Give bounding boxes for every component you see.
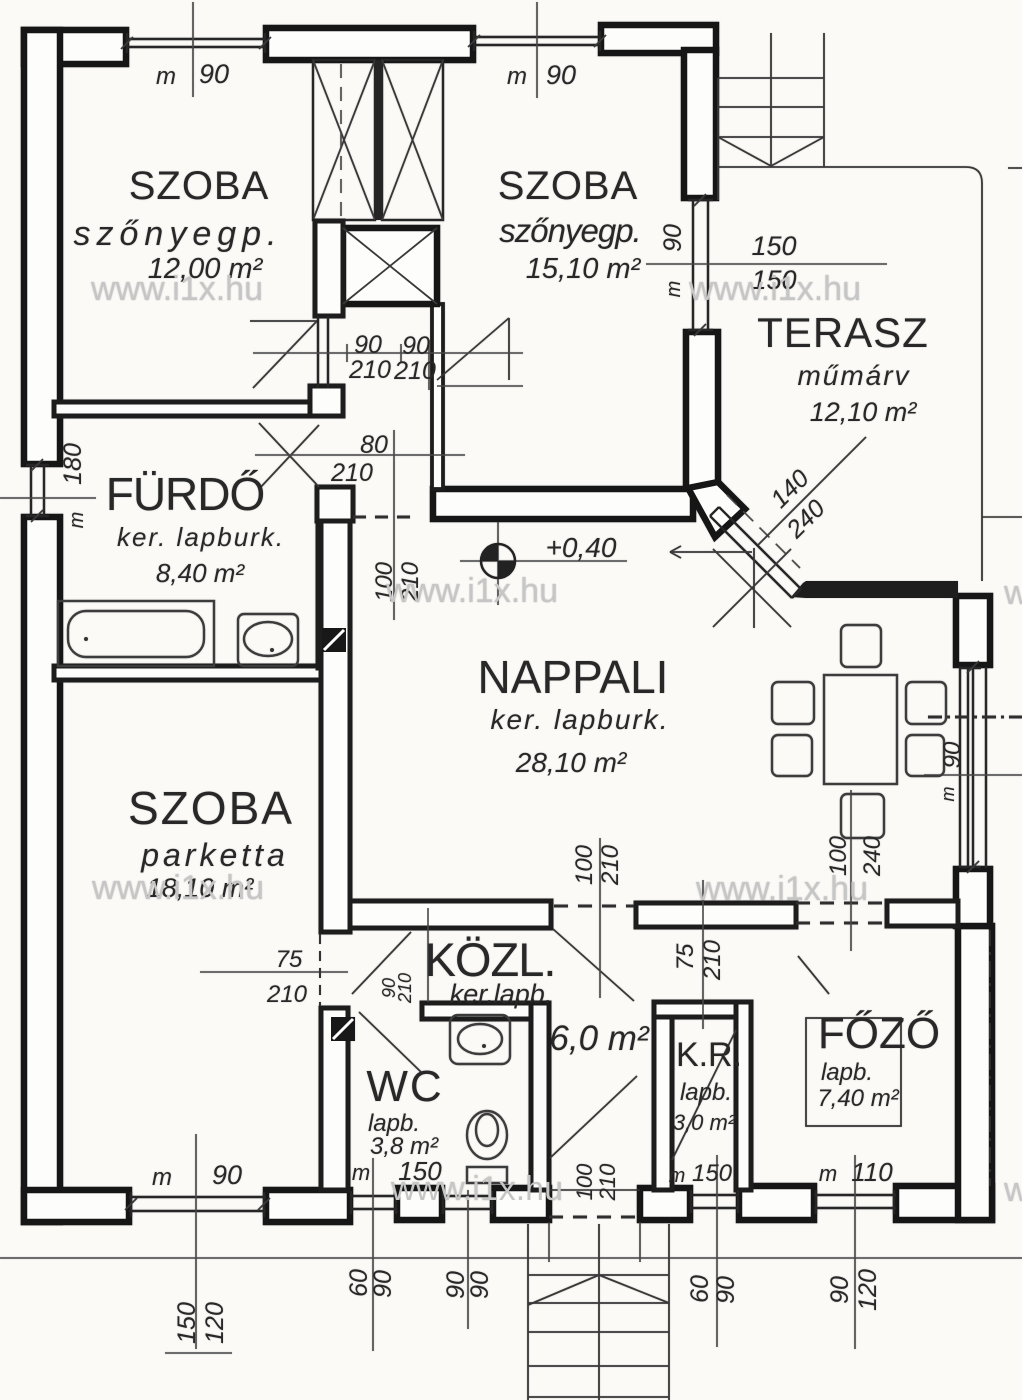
svg-text:m: m	[938, 787, 958, 802]
svg-text:90: 90	[546, 60, 576, 90]
svg-text:90: 90	[442, 1271, 470, 1299]
svg-text:90: 90	[402, 332, 430, 360]
svg-text:KÖZL.: KÖZL.	[425, 933, 556, 986]
svg-text:SZOBA: SZOBA	[128, 782, 294, 834]
svg-text:m: m	[156, 63, 176, 90]
svg-text:m: m	[352, 1160, 370, 1185]
svg-text:SZOBA: SZOBA	[129, 164, 270, 208]
svg-text:110: 110	[851, 1157, 893, 1187]
svg-text:lapb.: lapb.	[680, 1079, 732, 1106]
svg-text:210: 210	[397, 561, 424, 603]
svg-text:80: 80	[360, 431, 388, 459]
svg-text:100: 100	[825, 835, 852, 876]
svg-text:210: 210	[395, 973, 415, 1004]
svg-text:75: 75	[276, 946, 303, 973]
svg-text:100: 100	[572, 1163, 597, 1200]
svg-text:www.i1x.hu: www.i1x.hu	[385, 572, 558, 610]
svg-text:FŐZŐ: FŐZŐ	[818, 1009, 940, 1058]
svg-text:7,40 m²: 7,40 m²	[817, 1085, 899, 1112]
svg-text:90: 90	[369, 1270, 397, 1298]
svg-text:210: 210	[699, 939, 726, 981]
svg-text:w: w	[1003, 1171, 1022, 1209]
svg-text:75: 75	[672, 943, 699, 970]
svg-text:szőnyegp.: szőnyegp.	[74, 215, 283, 253]
svg-text:150: 150	[398, 1156, 442, 1186]
svg-text:NAPPALI: NAPPALI	[478, 651, 669, 703]
svg-text:60: 60	[345, 1269, 373, 1297]
svg-text:90: 90	[826, 1276, 854, 1304]
svg-text:150: 150	[751, 265, 796, 295]
svg-text:12,10 m²: 12,10 m²	[810, 397, 918, 427]
svg-text:240: 240	[859, 835, 886, 877]
svg-text:90: 90	[466, 1271, 494, 1299]
svg-text:www.i1x.hu: www.i1x.hu	[390, 1170, 563, 1208]
svg-text:28,10 m²: 28,10 m²	[515, 747, 628, 778]
svg-text:www.i1x.hu: www.i1x.hu	[695, 870, 868, 908]
svg-text:m: m	[66, 512, 88, 529]
svg-text:210: 210	[330, 459, 373, 487]
svg-text:FÜRDŐ: FÜRDŐ	[106, 468, 265, 520]
svg-text:90: 90	[379, 978, 399, 998]
svg-text:150: 150	[692, 1160, 733, 1187]
svg-text:m: m	[663, 281, 685, 298]
svg-text:210: 210	[595, 1163, 620, 1201]
svg-text:120: 120	[854, 1269, 882, 1311]
svg-text:90: 90	[199, 59, 229, 89]
svg-text:100: 100	[571, 844, 598, 885]
svg-text:210: 210	[266, 981, 308, 1008]
svg-text:90: 90	[354, 331, 382, 359]
svg-text:3,8 m²: 3,8 m²	[370, 1133, 439, 1160]
svg-text:m: m	[669, 1165, 686, 1187]
svg-text:210: 210	[597, 844, 624, 886]
svg-text:m: m	[152, 1164, 172, 1191]
svg-text:ker.lapb.: ker.lapb.	[450, 979, 553, 1009]
svg-text:180: 180	[59, 443, 87, 485]
svg-text:15,10 m²: 15,10 m²	[526, 253, 642, 285]
svg-text:műmárv: műmárv	[797, 360, 910, 391]
svg-text:www.i1x.hu: www.i1x.hu	[688, 270, 861, 308]
svg-text:www.i1x.hu: www.i1x.hu	[91, 869, 264, 907]
svg-text:SZOBA: SZOBA	[498, 164, 639, 208]
svg-text:60: 60	[686, 1275, 714, 1303]
svg-text:210: 210	[348, 356, 391, 384]
svg-text:3,0 m²: 3,0 m²	[673, 1110, 736, 1135]
svg-text:+0,40: +0,40	[546, 532, 617, 563]
svg-text:12,00 m²: 12,00 m²	[148, 253, 264, 285]
svg-text:szőnyegp.: szőnyegp.	[499, 212, 640, 249]
svg-text:m: m	[819, 1161, 837, 1186]
svg-text:150: 150	[751, 231, 796, 261]
svg-text:www.i1x.hu: www.i1x.hu	[90, 270, 263, 308]
svg-text:90: 90	[659, 224, 687, 252]
svg-text:120: 120	[201, 1302, 229, 1344]
svg-text:150: 150	[173, 1302, 201, 1344]
svg-text:6,0 m²: 6,0 m²	[549, 1019, 650, 1058]
svg-text:90: 90	[939, 741, 966, 768]
svg-text:210: 210	[393, 357, 436, 385]
svg-text:18,10 m²: 18,10 m²	[147, 873, 255, 903]
svg-text:w: w	[1003, 574, 1022, 612]
svg-text:WC: WC	[366, 1062, 443, 1111]
svg-text:90: 90	[212, 1160, 242, 1190]
svg-text:parketta: parketta	[140, 837, 289, 873]
svg-text:ker. lapburk.: ker. lapburk.	[490, 704, 669, 735]
svg-text:90: 90	[712, 1276, 740, 1304]
svg-text:TERASZ: TERASZ	[757, 309, 929, 356]
svg-text:K.R.: K.R.	[676, 1036, 742, 1074]
svg-text:100: 100	[371, 561, 398, 602]
svg-text:ker. lapburk.: ker. lapburk.	[117, 522, 285, 552]
svg-text:lapb.: lapb.	[821, 1059, 873, 1086]
svg-text:lapb.: lapb.	[368, 1110, 420, 1137]
svg-text:8,40 m²: 8,40 m²	[156, 558, 245, 588]
svg-text:m: m	[507, 63, 527, 90]
